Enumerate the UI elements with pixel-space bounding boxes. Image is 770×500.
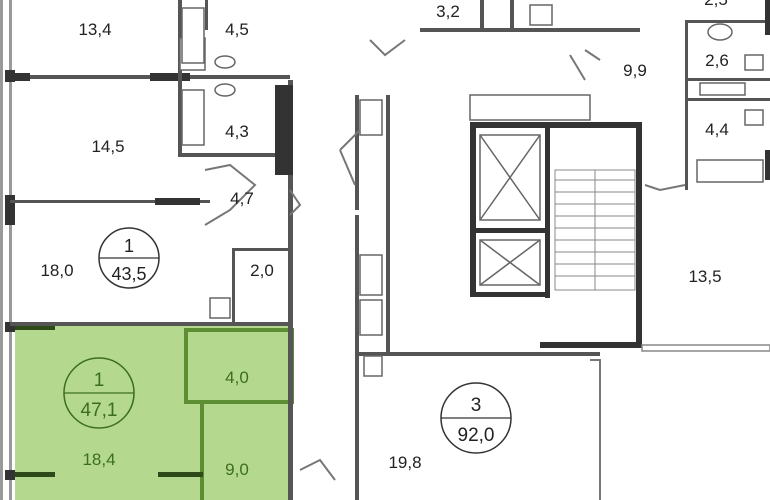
apartment-rooms: 1 — [124, 236, 134, 256]
room-area-label: 4,5 — [225, 20, 249, 39]
room-area-label: 9,9 — [623, 61, 647, 80]
apartment-badge[interactable]: 3 92,0 — [440, 382, 512, 454]
walls-right — [641, 0, 770, 352]
room-area-label: 4,0 — [225, 368, 249, 387]
wall-segment — [15, 472, 55, 477]
room-area-label: 19,8 — [388, 453, 421, 472]
room-area-label: 13,4 — [78, 20, 111, 39]
apartment-highlight-47-1[interactable] — [15, 325, 292, 500]
room-area-label: 13,5 — [688, 267, 721, 286]
room-area-label: 4,4 — [705, 120, 729, 139]
room-area-label: 2,5 — [704, 0, 728, 9]
hall-wall — [200, 402, 204, 500]
apartment-badge-highlighted[interactable]: 1 47,1 — [63, 357, 135, 429]
room-area-label: 4,7 — [230, 189, 254, 208]
apartment-area: 47,1 — [81, 400, 118, 421]
walls-core — [299, 0, 642, 500]
room-area-label: 9,0 — [225, 460, 249, 479]
apartment-badge[interactable]: 1 43,5 — [98, 227, 160, 289]
room-area-label: 18,0 — [40, 261, 73, 280]
room-area-label: 14,5 — [91, 137, 124, 156]
apartment-rooms: 1 — [94, 370, 105, 391]
room-area-label: 2,6 — [705, 51, 729, 70]
apartment-area: 92,0 — [458, 425, 495, 446]
apartment-rooms: 3 — [471, 395, 482, 416]
room-labels: 13,4 4,5 3,2 2,5 2,6 9,9 14,5 4,3 4,4 4,… — [40, 0, 728, 479]
wall-segment — [15, 325, 55, 330]
wall-segment — [158, 472, 203, 477]
room-area-label: 18,4 — [82, 450, 115, 469]
room-area-label: 2,0 — [250, 261, 274, 280]
apartment-area: 43,5 — [111, 264, 146, 284]
room-area-label: 3,2 — [436, 2, 460, 21]
room-area-label: 4,3 — [225, 122, 249, 141]
walls-left — [10, 0, 302, 500]
